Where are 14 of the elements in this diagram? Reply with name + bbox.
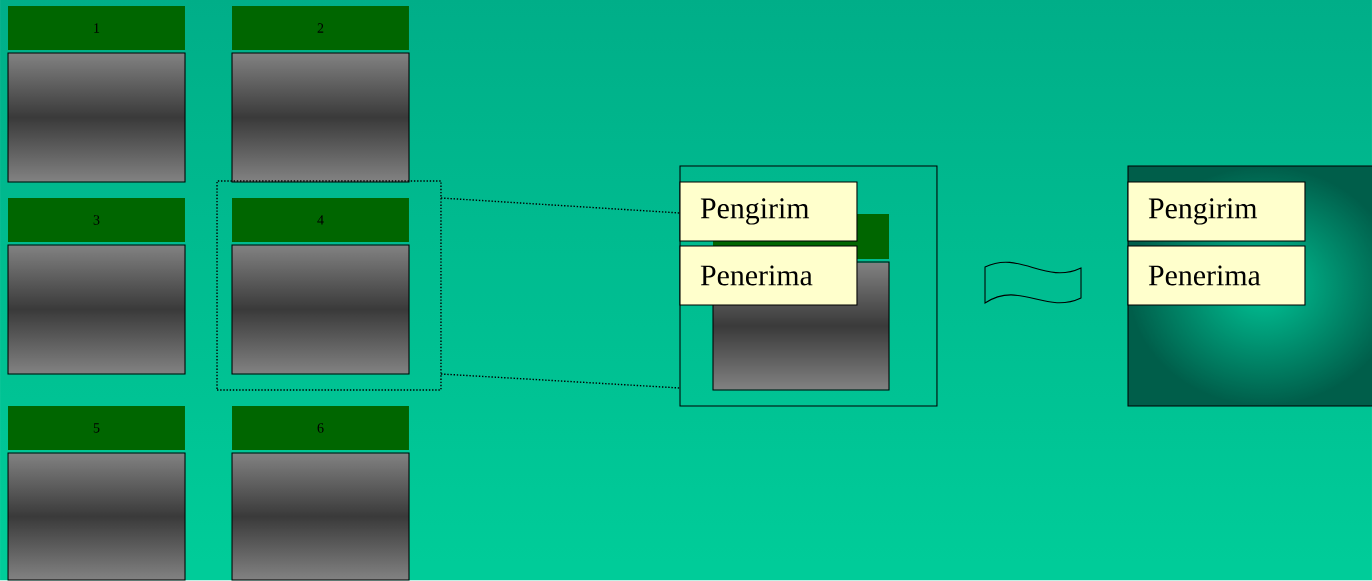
leader-line [440,373,681,389]
header-bar: 6 [232,406,409,450]
label-box: Penerima [679,245,858,306]
label-box: Penerima [1127,245,1306,306]
approx-symbol [984,261,1082,304]
header-bar: 3 [8,198,185,242]
selection-box [216,180,442,391]
header-bar: 4 [232,198,409,242]
label-box: Pengirim [1127,181,1306,242]
header-bar: 5 [8,406,185,450]
header-bar: 2 [232,6,409,50]
label-box: Pengirim [679,181,858,242]
header-bar: 1 [8,6,185,50]
leader-line [440,197,681,214]
